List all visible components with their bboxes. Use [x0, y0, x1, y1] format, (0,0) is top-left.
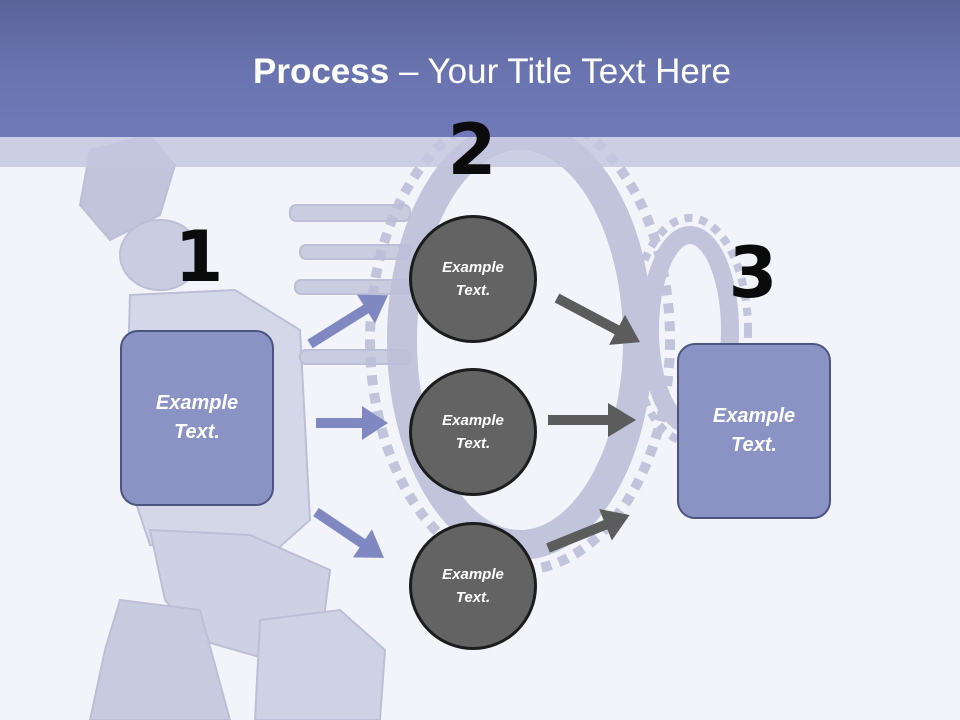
step-3-box-text: Example Text.: [712, 405, 796, 456]
circle-top: Example Text.: [409, 215, 537, 343]
arrow-gray-down: [554, 293, 640, 345]
arrow-blue-up: [307, 294, 389, 349]
step-number-1: 1: [174, 216, 224, 298]
step-3-box: Example Text.: [677, 343, 831, 519]
arrow-gray-up: [546, 509, 630, 553]
arrow-blue-right: [316, 406, 388, 440]
arrow-gray-right: [548, 403, 636, 437]
circle-bottom: Example Text.: [409, 522, 537, 650]
title-rest: – Your Title Text Here: [389, 52, 731, 91]
step-1-box: Example Text.: [120, 330, 274, 506]
slide-title: Process – Your Title Text Here: [0, 52, 960, 92]
header-band: [0, 137, 960, 167]
circle-bottom-text: Example Text.: [442, 566, 504, 606]
circle-middle-text: Example Text.: [442, 412, 504, 452]
circle-middle: Example Text.: [409, 368, 537, 496]
step-1-box-text: Example Text.: [155, 392, 239, 443]
header-bar: [0, 0, 960, 137]
step-number-3: 3: [728, 232, 778, 314]
circle-top-text: Example Text.: [442, 259, 504, 299]
arrow-blue-down: [313, 507, 384, 558]
title-bold: Process: [253, 52, 390, 91]
step-number-2: 2: [447, 109, 497, 191]
